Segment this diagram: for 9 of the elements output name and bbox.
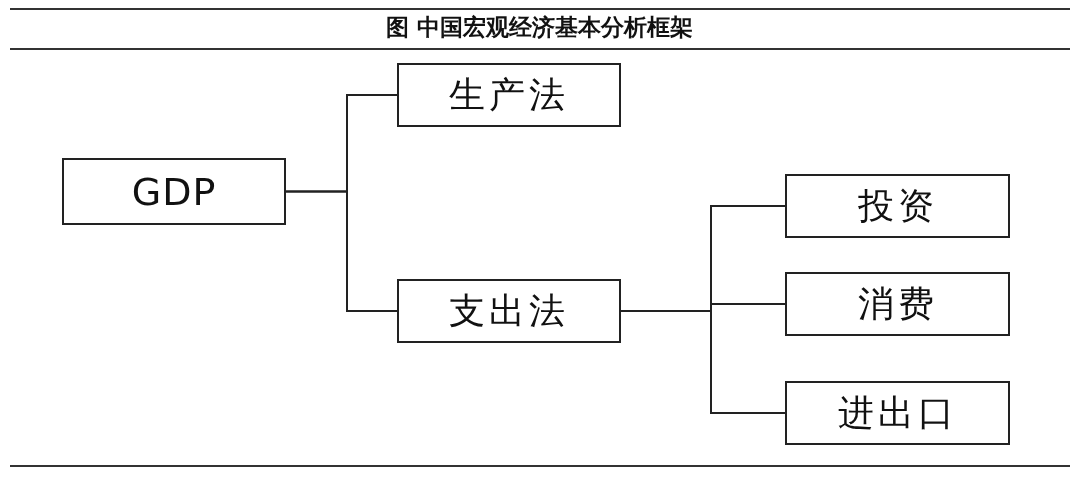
label-box: 投资: [785, 174, 1010, 238]
label-box: 进出口: [785, 381, 1010, 445]
label-box: 消费: [785, 272, 1010, 336]
label-box: 支出法: [397, 279, 621, 343]
label-box: 生产法: [397, 63, 621, 127]
label-box: GDP: [62, 158, 286, 225]
connector-line: [620, 310, 786, 414]
title: 图 中国宏观经济基本分析框架: [386, 13, 694, 40]
connector-line: [285, 190, 398, 312]
